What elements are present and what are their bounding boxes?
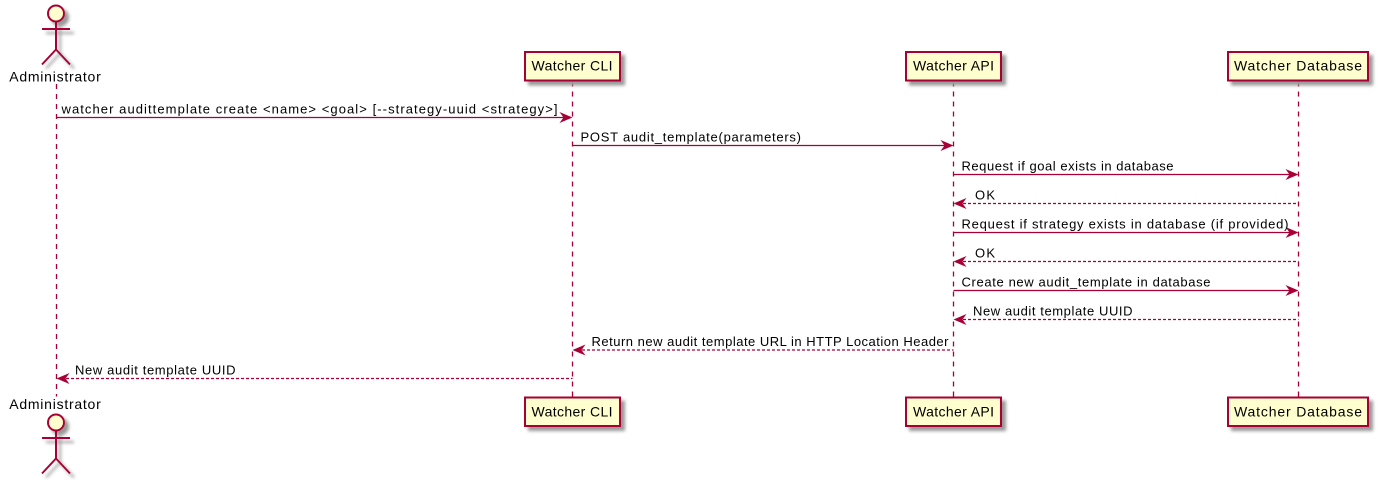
svg-text:POST audit_template(parameters: POST audit_template(parameters) bbox=[581, 130, 802, 145]
svg-text:Watcher Database: Watcher Database bbox=[1234, 58, 1362, 74]
svg-text:Watcher CLI: Watcher CLI bbox=[532, 58, 613, 74]
svg-text:Watcher API: Watcher API bbox=[913, 404, 994, 420]
svg-text:Request if strategy exists in: Request if strategy exists in database (… bbox=[962, 217, 1289, 232]
svg-text:Create new audit_template in d: Create new audit_template in database bbox=[962, 275, 1211, 290]
svg-text:Watcher CLI: Watcher CLI bbox=[532, 404, 613, 420]
svg-text:OK: OK bbox=[975, 246, 995, 261]
svg-text:Administrator: Administrator bbox=[9, 396, 101, 412]
svg-text:OK: OK bbox=[975, 188, 995, 203]
svg-text:New audit template UUID: New audit template UUID bbox=[973, 304, 1133, 319]
svg-text:Return new audit template URL: Return new audit template URL in HTTP Lo… bbox=[592, 334, 950, 349]
svg-text:Administrator: Administrator bbox=[9, 69, 101, 85]
svg-text:New audit template UUID: New audit template UUID bbox=[75, 363, 236, 378]
svg-text:Watcher API: Watcher API bbox=[913, 58, 994, 74]
svg-text:Watcher Database: Watcher Database bbox=[1234, 404, 1362, 420]
svg-text:watcher audittemplate create <: watcher audittemplate create <name> <goa… bbox=[61, 102, 558, 117]
svg-text:Request if goal exists in data: Request if goal exists in database bbox=[962, 159, 1174, 174]
